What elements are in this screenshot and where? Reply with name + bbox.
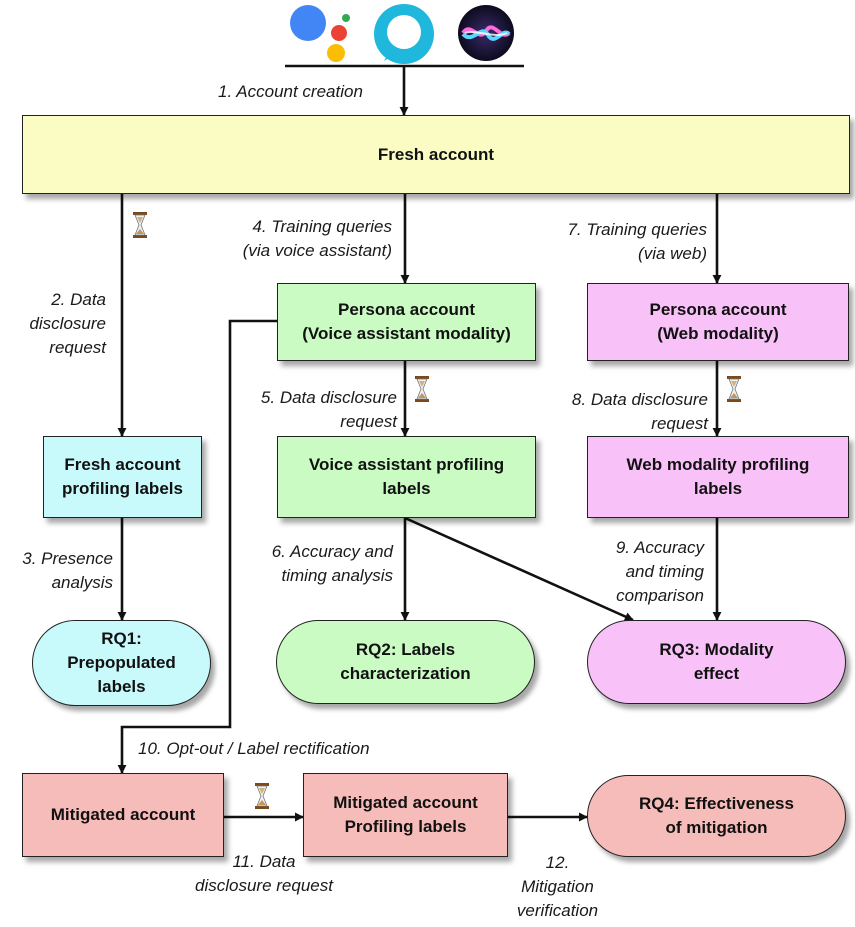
step6-line2: timing analysis (281, 566, 394, 585)
step12-label: 12. Mitigation verification (495, 851, 620, 923)
fresh-labels-line2: profiling labels (62, 479, 183, 498)
step4-label: 4. Training queries (via voice assistant… (200, 215, 392, 263)
step8-line2: request (651, 414, 708, 433)
hourglass-icon (133, 212, 147, 238)
siri-icon (458, 5, 514, 61)
persona-web-line1: Persona account (649, 300, 787, 319)
rq4-line2: of mitigation (665, 818, 768, 837)
step3-line1: 3. Presence (22, 549, 113, 568)
alexa-icon (374, 4, 434, 64)
voice-labels-box: Voice assistant profiling labels (277, 436, 536, 518)
mitigated-labels-line2: Profiling labels (344, 817, 467, 836)
step4-line2: (via voice assistant) (242, 241, 392, 260)
step7-line2: (via web) (638, 244, 707, 263)
step9-line1: 9. Accuracy (615, 538, 704, 557)
step7-label: 7. Training queries (via web) (530, 218, 707, 266)
step5-line2: request (340, 412, 397, 431)
fresh-labels-box: Fresh account profiling labels (43, 436, 202, 518)
rq1-box: RQ1: Prepopulated labels (32, 620, 211, 706)
step12-line3: verification (516, 901, 599, 920)
step3-line2: analysis (51, 573, 113, 592)
step12-line1: 12. (545, 853, 570, 872)
step12-line2: Mitigation (521, 877, 594, 896)
step9-label: 9. Accuracy and timing comparison (586, 536, 704, 608)
fresh-labels-line1: Fresh account (64, 455, 181, 474)
rq1-line1: RQ1: (101, 629, 142, 648)
step2-label: 2. Data disclosure request (0, 288, 106, 360)
step8-label: 8. Data disclosure request (532, 388, 708, 436)
web-labels-line2: labels (693, 479, 743, 498)
rq1-line2: Prepopulated (67, 653, 176, 672)
mitigated-account-label: Mitigated account (50, 805, 196, 824)
hourglass-icon (727, 376, 741, 402)
hourglass-icon (255, 783, 269, 809)
step11-line1: 11. Data (232, 852, 296, 871)
step2-line3: request (49, 338, 106, 357)
web-labels-box: Web modality profiling labels (587, 436, 849, 518)
rq3-line1: RQ3: Modality (659, 640, 774, 659)
persona-web-line2: (Web modality) (657, 324, 779, 343)
step3-label: 3. Presence analysis (0, 547, 113, 595)
rq1-line3: labels (97, 677, 146, 696)
step9-line3: comparison (616, 586, 704, 605)
rq3-box: RQ3: Modality effect (587, 620, 846, 704)
step7-line1: 7. Training queries (567, 220, 707, 239)
step5-label: 5. Data disclosure request (220, 386, 397, 434)
persona-voice-line1: Persona account (338, 300, 475, 319)
voice-labels-line1: Voice assistant profiling (308, 455, 505, 474)
step11-line2: disclosure request (195, 876, 333, 895)
step6-line1: 6. Accuracy and (271, 542, 393, 561)
hourglass-icon (415, 376, 429, 402)
step1-label: 1. Account creation (218, 82, 363, 101)
step4-line1: 4. Training queries (252, 217, 392, 236)
persona-voice-line2: (Voice assistant modality) (302, 324, 511, 343)
step2-line1: 2. Data (51, 290, 106, 309)
rq4-box: RQ4: Effectiveness of mitigation (587, 775, 846, 857)
step9-line2: and timing (625, 562, 704, 581)
persona-web-box: Persona account (Web modality) (587, 283, 849, 361)
rq4-line1: RQ4: Effectiveness (639, 794, 794, 813)
mitigated-labels-line1: Mitigated account (333, 793, 478, 812)
google-assistant-icon (290, 5, 350, 62)
rq3-line2: effect (693, 664, 740, 683)
step5-line1: 5. Data disclosure (260, 388, 397, 407)
step6-label: 6. Accuracy and timing analysis (240, 540, 393, 588)
voice-labels-line2: labels (382, 479, 431, 498)
fresh-account-box: Fresh account (22, 115, 850, 194)
mitigated-labels-box: Mitigated account Profiling labels (303, 773, 508, 857)
fresh-account-label: Fresh account (377, 144, 495, 164)
step8-line1: 8. Data disclosure (571, 390, 708, 409)
rq2-line2: characterization (340, 664, 471, 683)
rq2-box: RQ2: Labels characterization (276, 620, 535, 704)
step2-line2: disclosure (29, 314, 106, 333)
web-labels-line1: Web modality profiling (626, 455, 810, 474)
arrow-voice-to-rq3 (404, 516, 634, 622)
rq2-line1: RQ2: Labels (355, 640, 456, 659)
step11-label: 11. Data disclosure request (178, 850, 350, 898)
mitigated-account-box: Mitigated account (22, 773, 224, 857)
step10-label: 10. Opt-out / Label rectification (138, 739, 370, 758)
persona-voice-box: Persona account (Voice assistant modalit… (277, 283, 536, 361)
arrow-opt-out (117, 319, 277, 774)
